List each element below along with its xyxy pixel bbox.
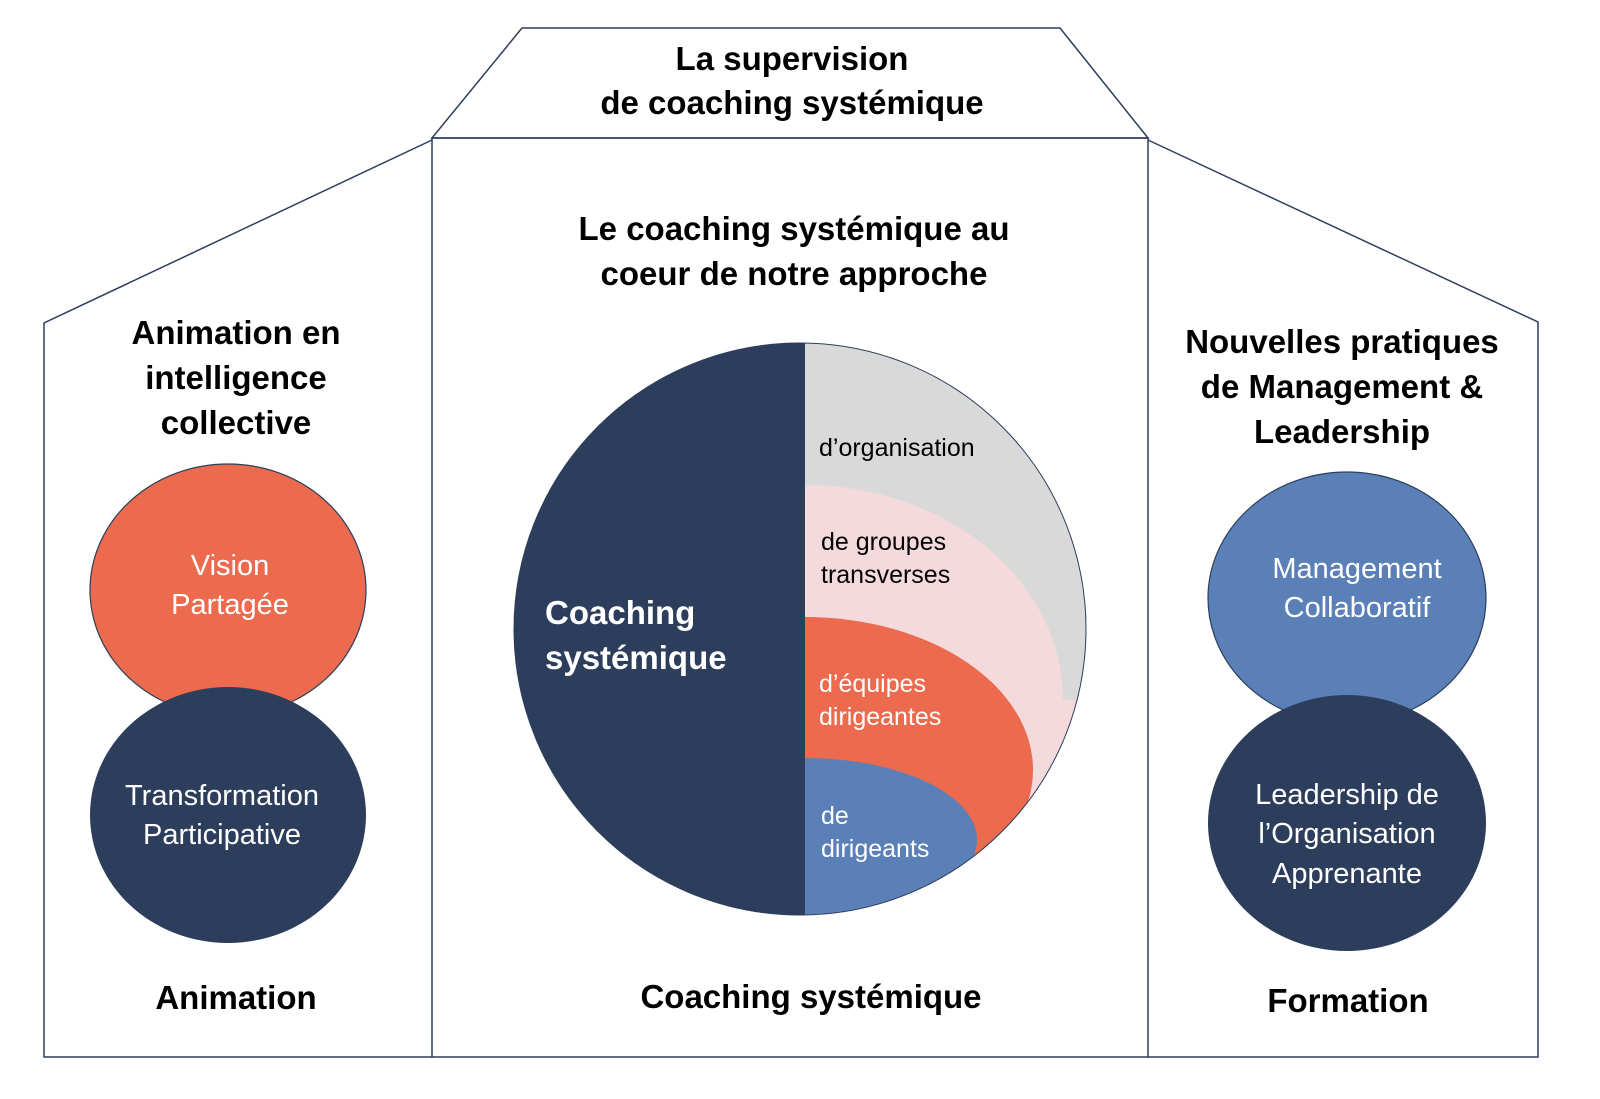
right-footer: Formation — [1267, 982, 1428, 1019]
circle-label: Vision — [191, 550, 269, 582]
circle-label: Partagée — [171, 589, 289, 621]
circle-label: Management — [1272, 553, 1441, 585]
core-half — [514, 343, 805, 915]
center-title: coeur de notre approche — [601, 255, 988, 292]
right-title: Leadership — [1254, 413, 1430, 450]
left-wing — [43, 139, 433, 1058]
layer-label: de groupes — [821, 528, 946, 556]
layer-label: d’équipes — [819, 670, 926, 698]
left-title: collective — [161, 404, 311, 441]
leadership-circle — [1208, 695, 1486, 951]
right-title: de Management & — [1201, 368, 1483, 405]
layer-label: transverses — [821, 561, 950, 589]
layer-label: dirigeantes — [819, 703, 941, 731]
circle-label: Participative — [143, 819, 301, 851]
right-wing — [1147, 139, 1539, 1058]
center-panel — [431, 137, 1149, 1058]
left-title: Animation en — [131, 314, 340, 351]
house-outline — [43, 27, 1539, 1058]
core-label: Coaching — [545, 594, 695, 631]
circle-outline — [513, 342, 1087, 916]
supervision-title-line2: de coaching systémique — [600, 84, 983, 121]
transformation-participative-circle — [90, 687, 366, 943]
center-footer: Coaching systémique — [640, 978, 981, 1015]
layer-label: de — [821, 802, 849, 830]
layer-label: d’organisation — [819, 434, 975, 462]
circle-label: Leadership de — [1255, 779, 1439, 811]
layer-label: dirigeants — [821, 835, 929, 863]
left-title: intelligence — [145, 359, 327, 396]
circle-label: l’Organisation — [1258, 818, 1435, 850]
circle-label: Apprenante — [1272, 858, 1422, 890]
circle-label: Collaboratif — [1284, 592, 1432, 624]
supervision-title-line1: La supervision — [676, 40, 909, 77]
center-title: Le coaching systémique au — [579, 210, 1010, 247]
circle-label: Transformation — [125, 780, 319, 812]
core-label: systémique — [545, 639, 727, 676]
right-title: Nouvelles pratiques — [1185, 323, 1499, 360]
left-footer: Animation — [155, 979, 316, 1016]
